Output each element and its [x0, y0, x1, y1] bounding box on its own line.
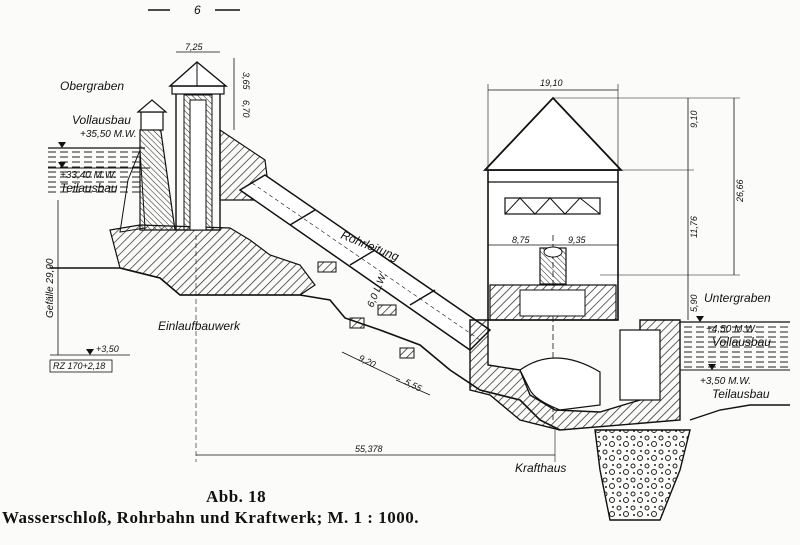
- page-number: 6: [194, 3, 201, 17]
- penstock: [238, 174, 492, 351]
- level-marker-left-350: [86, 349, 94, 355]
- figure-number: Abb. 18: [206, 487, 267, 506]
- foundation-gravel: [594, 429, 691, 521]
- powerhouse-roof: [482, 96, 624, 171]
- rz-box: [49, 359, 113, 373]
- level-marker-35: [58, 142, 66, 148]
- intake-slope: [119, 149, 146, 233]
- dim-line-seg-b: [395, 379, 431, 396]
- label-level-3-left: +3,50: [96, 344, 119, 354]
- dim-roof-height: 9,10: [689, 110, 699, 128]
- label-teilausbau-right: Teilausbau: [712, 387, 770, 401]
- tower-roof: [168, 61, 228, 87]
- draft-tube-outlet: [619, 329, 661, 401]
- pipe-joint-1: [289, 209, 316, 226]
- pipe-joint-3: [409, 289, 436, 306]
- level-marker-350: [708, 364, 716, 370]
- label-obergraben: Obergraben: [60, 79, 124, 93]
- dim-total-height: 26,66: [735, 179, 745, 203]
- dim-house-width: 19,10: [540, 78, 563, 88]
- intake-foundation: [109, 224, 316, 296]
- figure-caption: Wasserschloß, Rohrbahn und Kraftwerk; M.…: [2, 508, 419, 527]
- dim-line-seg-a: [341, 351, 401, 381]
- label-einlauf: Einlaufbauwerk: [158, 319, 241, 333]
- label-vollausbau-left: Vollausbau: [72, 113, 131, 127]
- surge-tower-core: [189, 99, 207, 231]
- label-teilausbau-left: Teilausbau: [60, 181, 118, 195]
- level-marker-33: [58, 162, 66, 168]
- label-level-350-right: +3,50 M.W.: [700, 376, 751, 387]
- label-vollausbau-right: Vollausbau: [712, 335, 771, 349]
- label-level-450: +4,50 M.W.: [706, 324, 757, 335]
- label-untergraben: Untergraben: [704, 291, 771, 305]
- tailwater: [680, 320, 790, 370]
- pipe-saddle-1: [317, 261, 337, 273]
- tailrace-bank: [689, 404, 790, 421]
- pipe-anchor-1: [349, 317, 365, 329]
- dim-bay-left: 8,75: [512, 235, 531, 245]
- dim-tower-mid: 6,70: [241, 100, 251, 118]
- label-level-33: +33,40 M.W.: [60, 170, 117, 181]
- dim-tower-top: 3,65: [241, 72, 251, 91]
- tower-deck: [171, 85, 225, 95]
- intake-dam: [139, 124, 176, 231]
- dim-span: 55,378: [355, 444, 383, 454]
- pipe-joint-2: [349, 249, 376, 266]
- label-gefaelle: Gefälle 29,90: [45, 258, 56, 318]
- level-marker-450: [696, 316, 704, 322]
- crane-girder: [504, 197, 601, 215]
- dim-base-height: 5,90: [689, 294, 699, 312]
- gatehouse-roof: [136, 99, 168, 113]
- dim-bay-right: 9,35: [568, 235, 587, 245]
- gatehouse: [140, 111, 164, 131]
- spiral-casing: [519, 357, 601, 411]
- crane-lattice: [504, 197, 601, 215]
- turbine-pit: [519, 289, 586, 317]
- label-krafthaus: Krafthaus: [515, 461, 566, 475]
- dim-seg-a: 9,20: [357, 353, 377, 370]
- generator-cap: [543, 246, 563, 258]
- dim-tower-width: 7,25: [185, 42, 204, 52]
- label-rz: RZ 170+2,18: [53, 361, 105, 371]
- label-level-35: +35,50 M.W.: [80, 129, 137, 140]
- pipe-anchor-2: [399, 347, 415, 359]
- pipe-saddle-2: [377, 304, 397, 316]
- dim-hall-height: 11,76: [689, 216, 699, 238]
